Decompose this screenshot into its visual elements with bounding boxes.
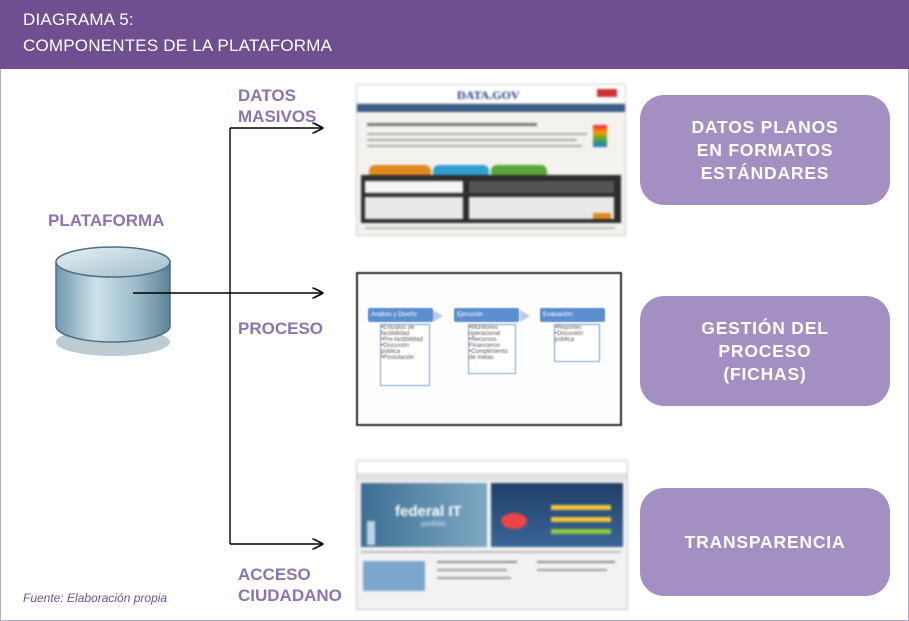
platform-label: PLATAFORMA xyxy=(48,211,165,230)
diagram-title: COMPONENTES DE LA PLATAFORMA xyxy=(23,36,333,55)
diagram-header: DIAGRAMA 5: COMPONENTES DE LA PLATAFORMA xyxy=(0,0,909,69)
datagov-screenshot: DATA.GOV xyxy=(356,84,626,236)
diagram-number: DIAGRAMA 5: xyxy=(23,10,134,29)
itdashboard-screenshot: federal IT portfolio xyxy=(356,460,628,610)
process-items-2: •Monitoreo operacional •Recursos Financi… xyxy=(468,324,516,374)
branch-label-datos-masivos: DATOS MASIVOS xyxy=(238,86,317,126)
process-items-3: •Reportes •Discusión pública xyxy=(554,324,600,362)
datagov-logo: DATA.GOV xyxy=(457,88,520,102)
process-items-1: •Estudios de factibilidad •Pre-factibili… xyxy=(380,324,430,386)
process-step-3: Evaluación xyxy=(540,308,605,322)
process-screenshot: Análisis y Diseño Ejecución Evaluación •… xyxy=(356,272,622,426)
pill-transparencia: TRANSPARENCIA xyxy=(640,488,890,596)
itdashboard-banner-sub: portfolio xyxy=(421,521,446,528)
branch-label-proceso: PROCESO xyxy=(238,319,324,338)
itdashboard-banner: federal IT xyxy=(395,503,462,520)
source-note: Fuente: Elaboración propia xyxy=(23,591,168,605)
database-cylinder-icon xyxy=(55,246,171,356)
pill-gestion-del-proceso: GESTIÓN DEL PROCESO (FICHAS) xyxy=(640,296,890,406)
process-step-1: Análisis y Diseño xyxy=(368,308,433,322)
connector-lines xyxy=(133,128,322,544)
process-step-2: Ejecución xyxy=(454,308,519,322)
branch-label-acceso-ciudadano: ACCESO CIUDADANO xyxy=(238,565,342,605)
pill-datos-planos: DATOS PLANOS EN FORMATOS ESTÁNDARES xyxy=(640,95,890,205)
